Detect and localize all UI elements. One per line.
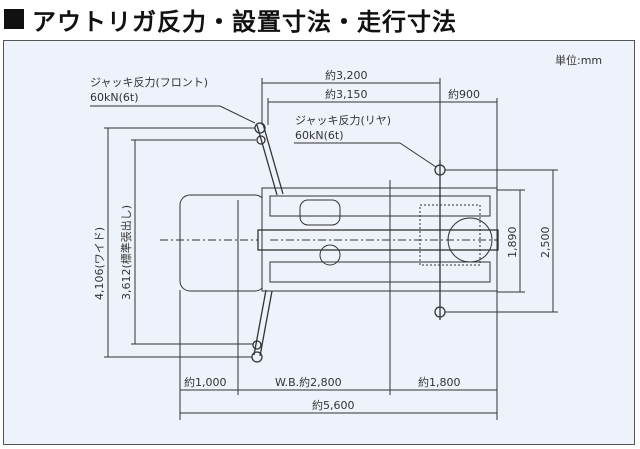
cab (179, 194, 266, 292)
front-outrigger (251, 122, 284, 363)
dim-top-rear: 約900 (448, 87, 480, 101)
jack-rear-label: ジャッキ反力(リヤ) (295, 114, 391, 127)
title-square-icon (4, 9, 24, 29)
unit-label: 単位:mm (555, 53, 602, 67)
title-text: アウトリガ反力・設置寸法・走行寸法 (32, 7, 457, 36)
section-title: アウトリガ反力・設置寸法・走行寸法 (4, 2, 457, 36)
dim-rear-width-outer: 2,500 (539, 227, 552, 259)
dim-width-standard: 3,612(標準張出し) (119, 205, 133, 300)
dim-width-full: 4,106(ワイド) (93, 227, 106, 300)
dim-wheelbase: W.B.約2,800 (275, 375, 342, 389)
jack-front-value: 60kN(6t) (90, 91, 139, 104)
dim-top-jack-span: 約3,150 (325, 87, 368, 101)
jack-rear-value: 60kN(6t) (295, 129, 344, 142)
jack-front-label: ジャッキ反力(フロント) (90, 76, 208, 89)
dim-top-overall: 約3,200 (325, 68, 368, 82)
dim-overall-length: 約5,600 (312, 398, 355, 412)
dim-rear-width-inner: 1,890 (506, 227, 519, 259)
dim-front-overhang: 約1,000 (184, 375, 227, 389)
dim-rear-overhang: 約1,800 (418, 375, 461, 389)
